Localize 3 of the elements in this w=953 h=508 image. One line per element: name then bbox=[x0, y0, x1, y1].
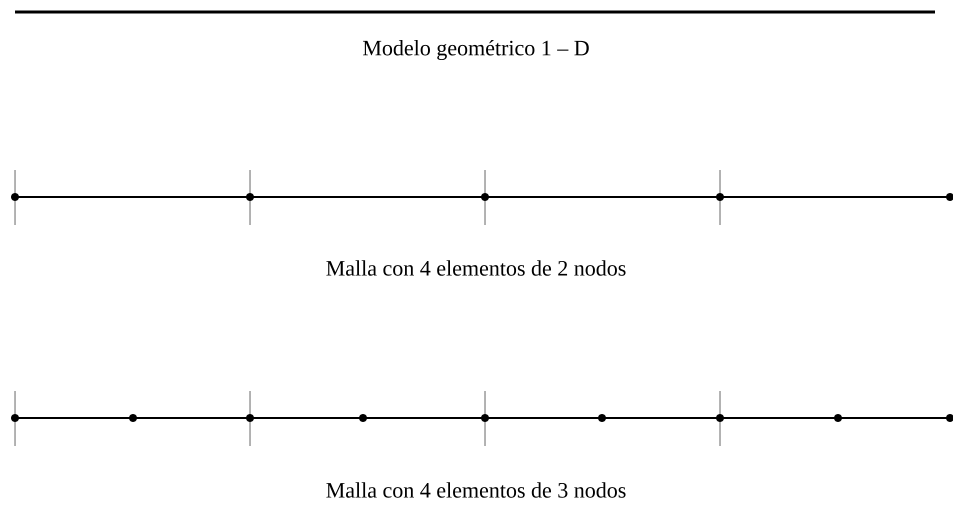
caption: Modelo geométrico 1 – D bbox=[363, 40, 589, 60]
caption: Malla con 4 elementos de 2 nodos bbox=[326, 260, 626, 276]
caption: Malla con 4 elementos de 3 nodos bbox=[326, 482, 626, 498]
